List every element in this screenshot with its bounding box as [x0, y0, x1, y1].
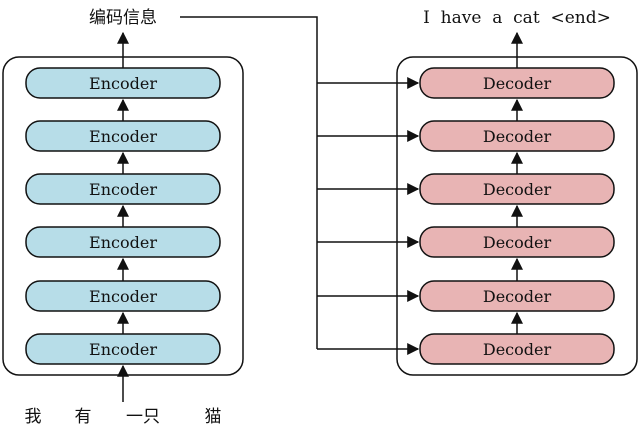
decoder-output-label: I have a cat <end> — [423, 8, 611, 28]
input-token: 一只 — [126, 407, 160, 427]
decoder-block: Decoder — [419, 67, 615, 99]
decoder-block: Decoder — [419, 280, 615, 312]
encoder-block: Encoder — [25, 333, 221, 365]
encoder-output-label: 编码信息 — [89, 8, 157, 28]
decoder-block-label: Decoder — [483, 233, 552, 252]
encoder-block: Encoder — [25, 67, 221, 99]
encoder-block-label: Encoder — [89, 287, 157, 306]
encoder-block-label: Encoder — [89, 233, 157, 252]
encoder-block-label: Encoder — [89, 340, 157, 359]
decoder-block: Decoder — [419, 120, 615, 152]
encoder-decoder-connector — [180, 16, 420, 355]
decoder-block: Decoder — [419, 226, 615, 258]
decoder-block-label: Decoder — [483, 180, 552, 199]
input-token: 我 — [25, 407, 42, 427]
decoder-block: Decoder — [419, 333, 615, 365]
encoder-block: Encoder — [25, 120, 221, 152]
input-token: 有 — [75, 407, 92, 427]
encoder-block-label: Encoder — [89, 127, 157, 146]
input-token: 猫 — [205, 407, 222, 427]
decoder-block-label: Decoder — [483, 127, 552, 146]
decoder-block-label: Decoder — [483, 340, 552, 359]
encoder-block-label: Encoder — [89, 180, 157, 199]
decoder-block-label: Decoder — [483, 74, 552, 93]
decoder-block-label: Decoder — [483, 287, 552, 306]
encoder-block: Encoder — [25, 173, 221, 205]
encoder-block: Encoder — [25, 280, 221, 312]
encoder-block-label: Encoder — [89, 74, 157, 93]
encoder-block: Encoder — [25, 226, 221, 258]
decoder-block: Decoder — [419, 173, 615, 205]
